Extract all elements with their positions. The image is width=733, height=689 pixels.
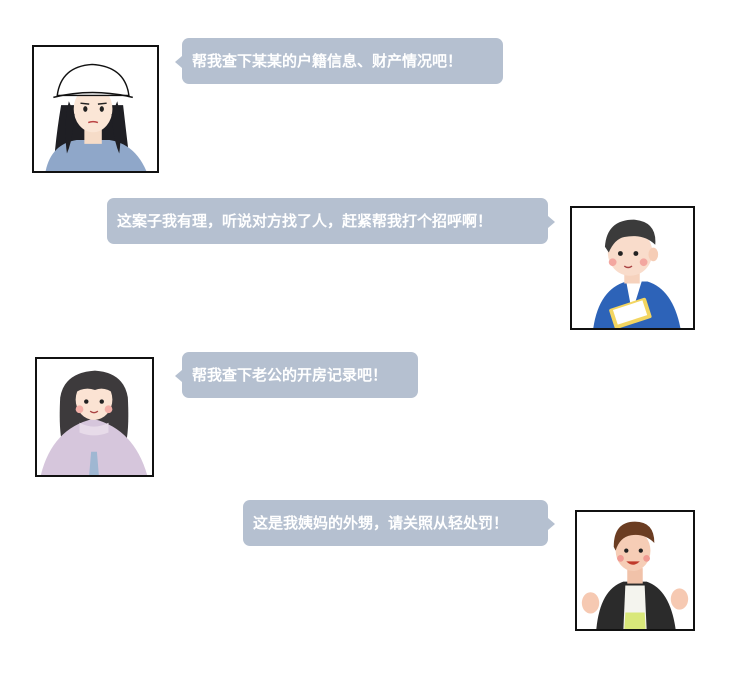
chat-bubble-4: 这是我姨妈的外甥，请关照从轻处罚！ bbox=[243, 500, 555, 546]
girl-lilac-cape-avatar bbox=[35, 357, 154, 477]
girl-lilac-cape-icon bbox=[40, 370, 148, 475]
young-man-jacket-avatar bbox=[575, 510, 695, 631]
bubble-tail-icon bbox=[175, 56, 182, 68]
bubble-tail-icon bbox=[548, 216, 555, 228]
woman-bucket-hat-icon bbox=[45, 63, 147, 171]
bubble-tail-icon bbox=[175, 370, 182, 382]
message-text-4: 这是我姨妈的外甥，请关照从轻处罚！ bbox=[253, 514, 509, 532]
bubble-tail-icon bbox=[548, 518, 555, 530]
man-blue-suit-avatar bbox=[570, 206, 695, 330]
chat-bubble-3: 帮我查下老公的开房记录吧！ bbox=[175, 352, 418, 398]
man-blue-suit-icon bbox=[593, 219, 681, 328]
young-man-jacket-icon bbox=[581, 521, 689, 629]
woman-bucket-hat-avatar bbox=[32, 45, 159, 173]
chat-bubble-2: 这案子我有理，听说对方找了人，赶紧帮我打个招呼啊！ bbox=[107, 198, 555, 244]
message-text-2: 这案子我有理，听说对方找了人，赶紧帮我打个招呼啊！ bbox=[117, 212, 493, 230]
chat-bubble-1: 帮我查下某某的户籍信息、财产情况吧！ bbox=[175, 38, 503, 84]
message-text-3: 帮我查下老公的开房记录吧！ bbox=[192, 366, 388, 384]
message-text-1: 帮我查下某某的户籍信息、财产情况吧！ bbox=[192, 52, 463, 70]
